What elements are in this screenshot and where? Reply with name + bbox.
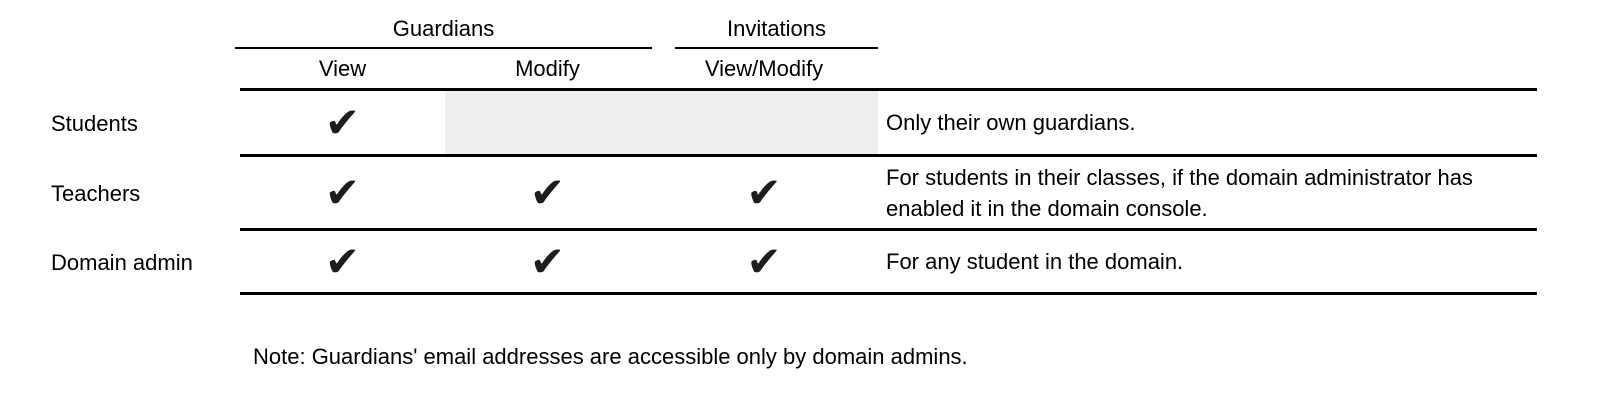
row-label-students: Students — [51, 111, 138, 136]
row-label-domain-admin: Domain admin — [51, 250, 193, 275]
note-cell-students: Only their own guardians. — [878, 91, 1537, 154]
note-text-students: Only their own guardians. — [886, 110, 1136, 135]
cell-students-view-modify-disabled — [650, 91, 878, 154]
column-header-notes-spacer — [878, 49, 1537, 88]
permissions-table: Guardians Invitations View Modify View/M… — [235, 10, 1537, 295]
column-header-view-modify: View/Modify — [704, 55, 824, 81]
column-header-row: View Modify View/Modify — [240, 49, 1537, 91]
group-header-guardians: Guardians — [235, 10, 652, 49]
column-header-view: View — [318, 55, 367, 81]
group-header-invitations: Invitations — [675, 10, 878, 49]
table-row-teachers: ✔ ✔ ✔ For students in their classes, if … — [240, 157, 1537, 231]
column-group-header-row: Guardians Invitations — [235, 10, 1537, 49]
checkmark-domain-admin-view: ✔ — [324, 236, 361, 286]
checkmark-teachers-view: ✔ — [324, 167, 361, 217]
checkmark-teachers-view-modify: ✔ — [746, 167, 782, 217]
table-row-students: ✔ Only their own guardians. — [240, 91, 1537, 157]
note-cell-teachers: For students in their classes, if the do… — [878, 157, 1537, 228]
cell-students-modify-disabled — [445, 91, 650, 154]
checkmark-teachers-modify: ✔ — [529, 167, 566, 217]
checkmark-domain-admin-view-modify: ✔ — [746, 236, 782, 286]
table-row-domain-admin: ✔ ✔ ✔ For any student in the domain. — [240, 231, 1537, 295]
note-text-teachers: For students in their classes, if the do… — [886, 164, 1473, 221]
note-cell-domain-admin: For any student in the domain. — [878, 231, 1537, 292]
column-header-modify: Modify — [515, 55, 580, 81]
checkmark-students-view: ✔ — [324, 97, 361, 147]
row-label-teachers: Teachers — [51, 181, 141, 206]
footnote: Note: Guardians' email addresses are acc… — [253, 344, 968, 369]
checkmark-domain-admin-modify: ✔ — [529, 236, 566, 286]
note-text-domain-admin: For any student in the domain. — [886, 249, 1184, 274]
